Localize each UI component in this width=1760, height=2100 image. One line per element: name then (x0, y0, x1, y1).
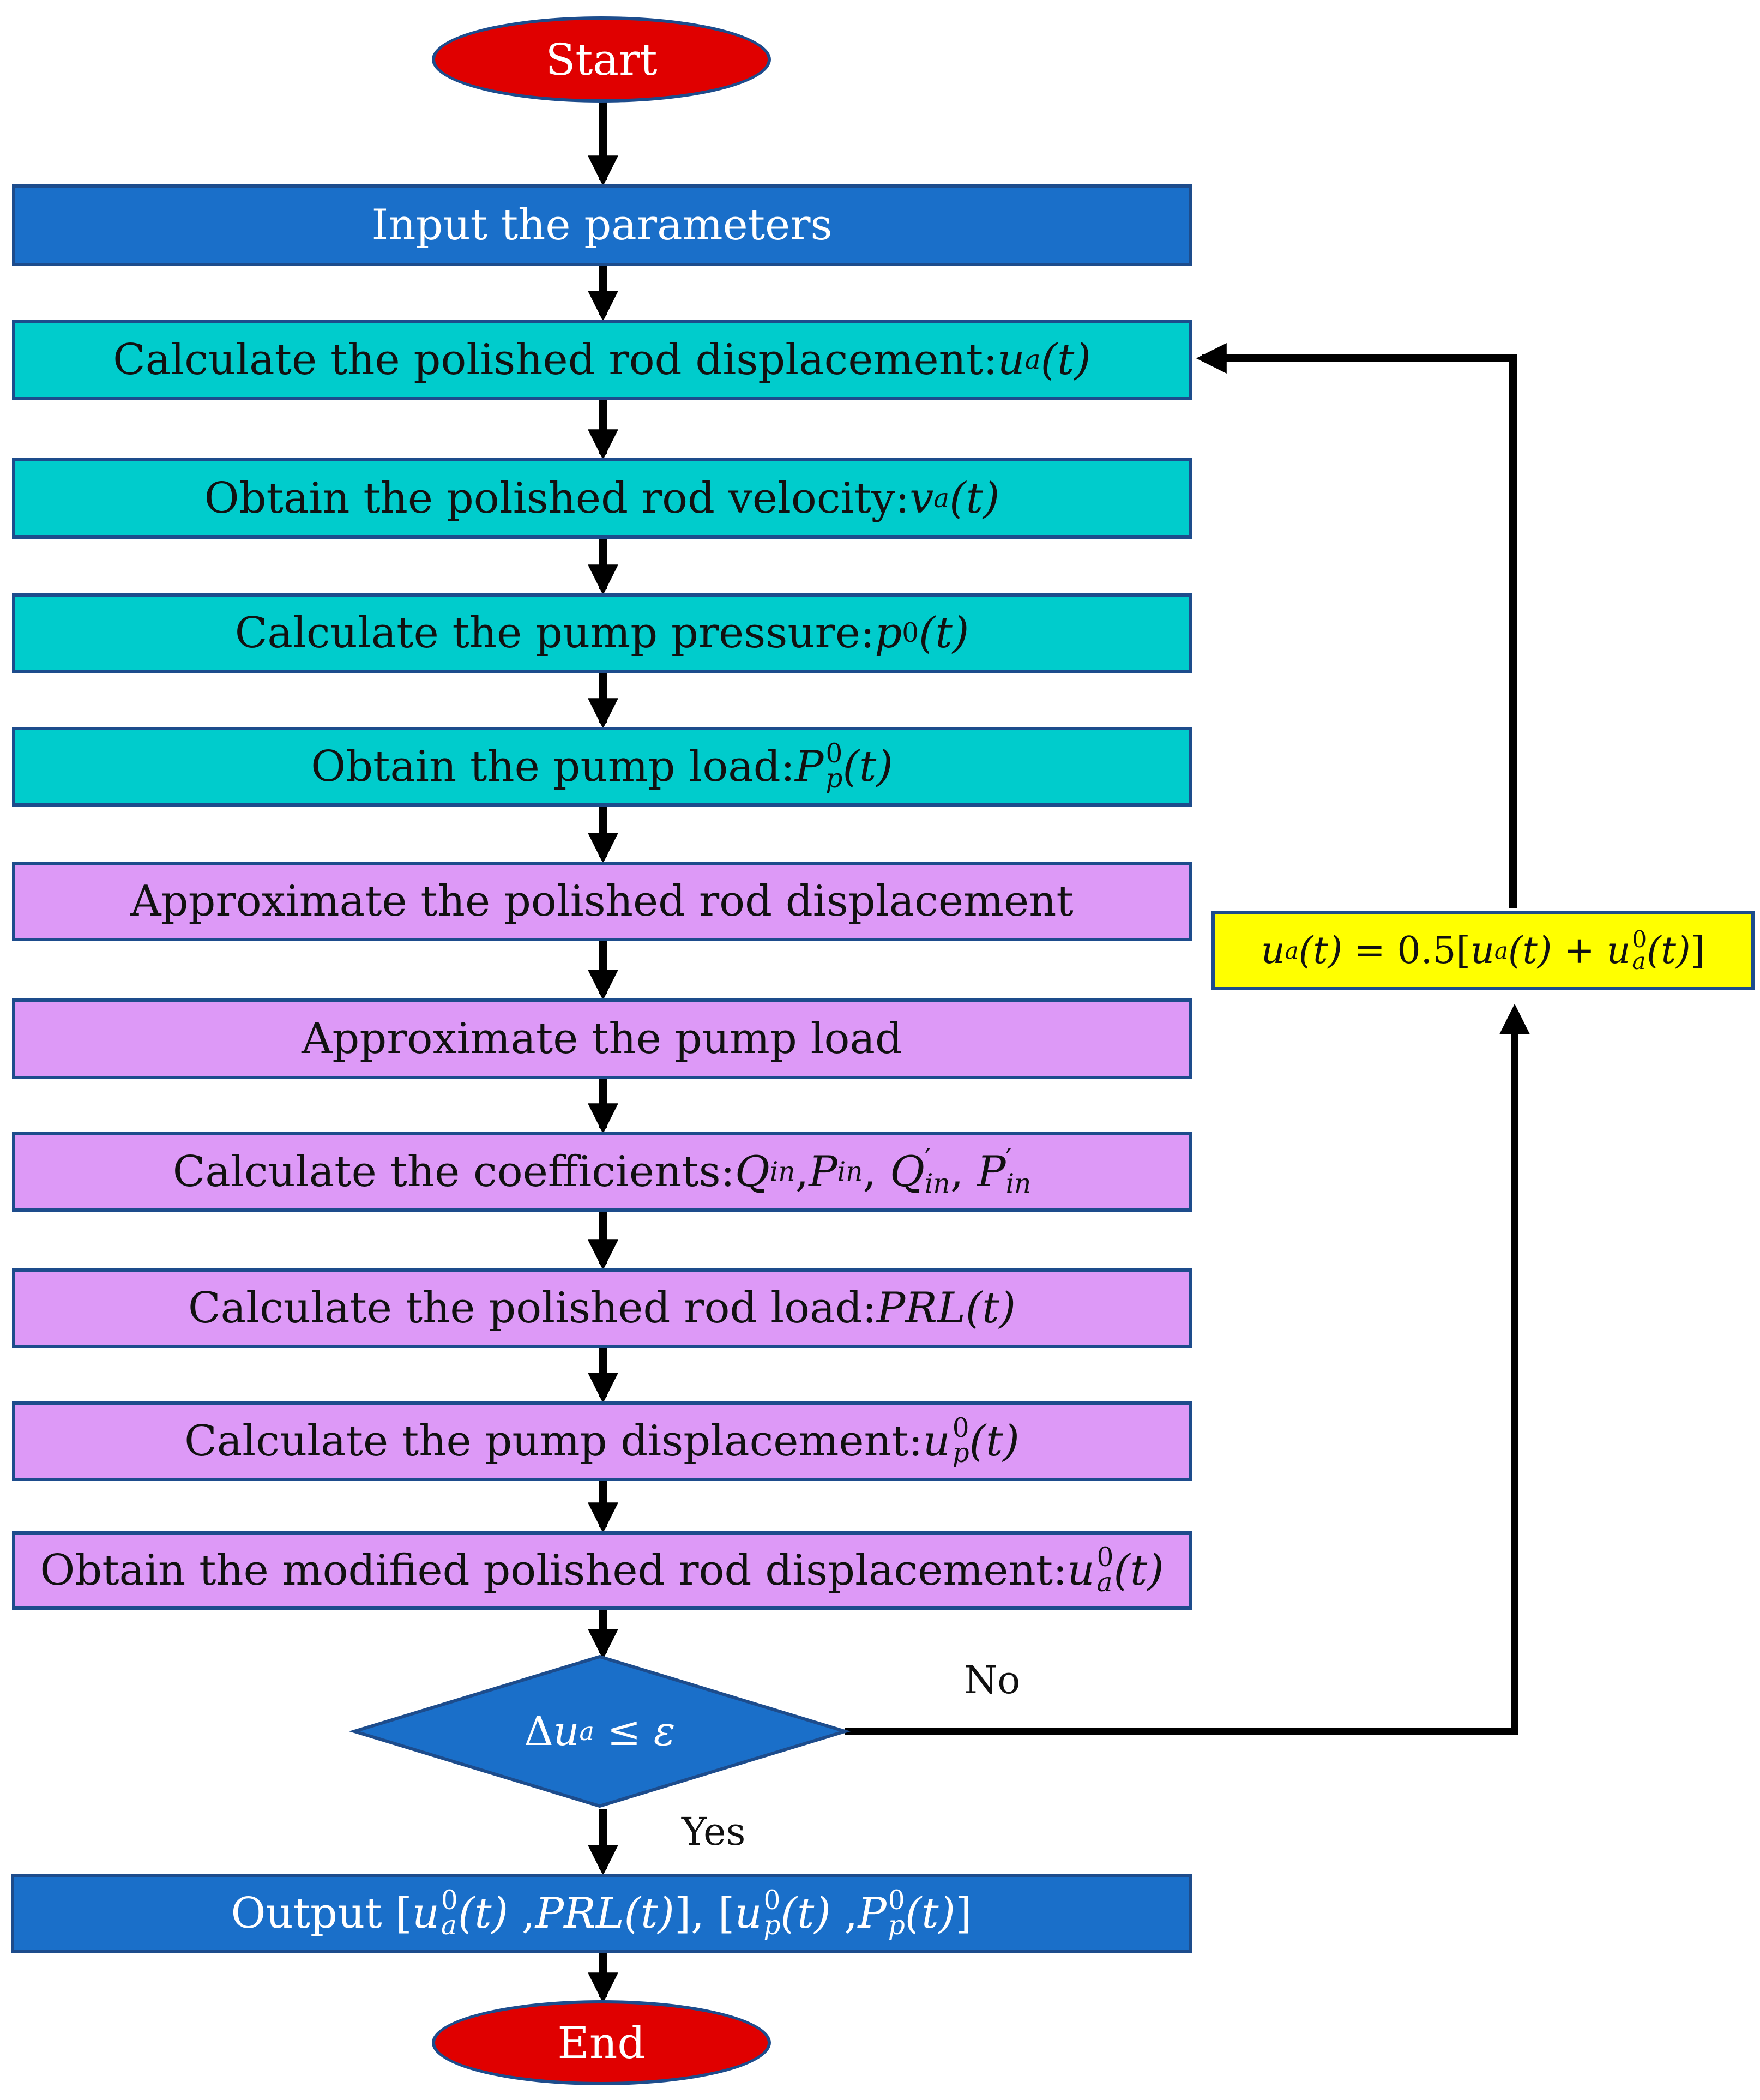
input-parameters-label: Input the parameters (371, 201, 833, 250)
input-parameters-box: Input the parameters (12, 184, 1192, 266)
step4-symbol: P (795, 742, 824, 791)
step9-text: Calculate the pump displacement: (184, 1417, 923, 1466)
step2-symbol: v (909, 474, 934, 523)
step6-label: Approximate the pump load (302, 1014, 902, 1063)
step5-label: Approximate the polished rod displacemen… (130, 877, 1074, 926)
step3-symbol: p (875, 609, 902, 658)
step7-text: Calculate the coefficients: (172, 1147, 735, 1196)
line-no-to-update (845, 1003, 1530, 1735)
end-node: End (432, 2000, 771, 2085)
step4-text: Obtain the pump load: (311, 742, 795, 791)
modified-displacement-box: Obtain the modified polished rod displac… (12, 1531, 1192, 1610)
start-node: Start (432, 16, 771, 103)
polished-rod-load-box: Calculate the polished rod load: PRL(t) (12, 1268, 1192, 1348)
line-update-to-step1 (1196, 343, 1517, 908)
decision-diamond (348, 1654, 851, 1808)
start-label: Start (545, 34, 658, 85)
end-label: End (557, 2017, 646, 2068)
approximate-pump-load-box: Approximate the pump load (12, 998, 1192, 1079)
step3-text: Calculate the pump pressure: (234, 609, 875, 658)
polished-rod-displacement-box: Calculate the polished rod displacement:… (12, 320, 1192, 400)
step2-text: Obtain the polished rod velocity: (204, 474, 910, 523)
step1-text: Calculate the polished rod displacement: (113, 335, 998, 384)
edge-label-no: No (964, 1658, 1021, 1702)
approximate-displacement-box: Approximate the polished rod displacemen… (12, 862, 1192, 941)
step1-symbol: u (997, 335, 1025, 384)
step8-text: Calculate the polished rod load: (188, 1284, 877, 1333)
step10-text: Obtain the modified polished rod displac… (40, 1546, 1068, 1595)
edge-label-yes: Yes (682, 1809, 746, 1854)
